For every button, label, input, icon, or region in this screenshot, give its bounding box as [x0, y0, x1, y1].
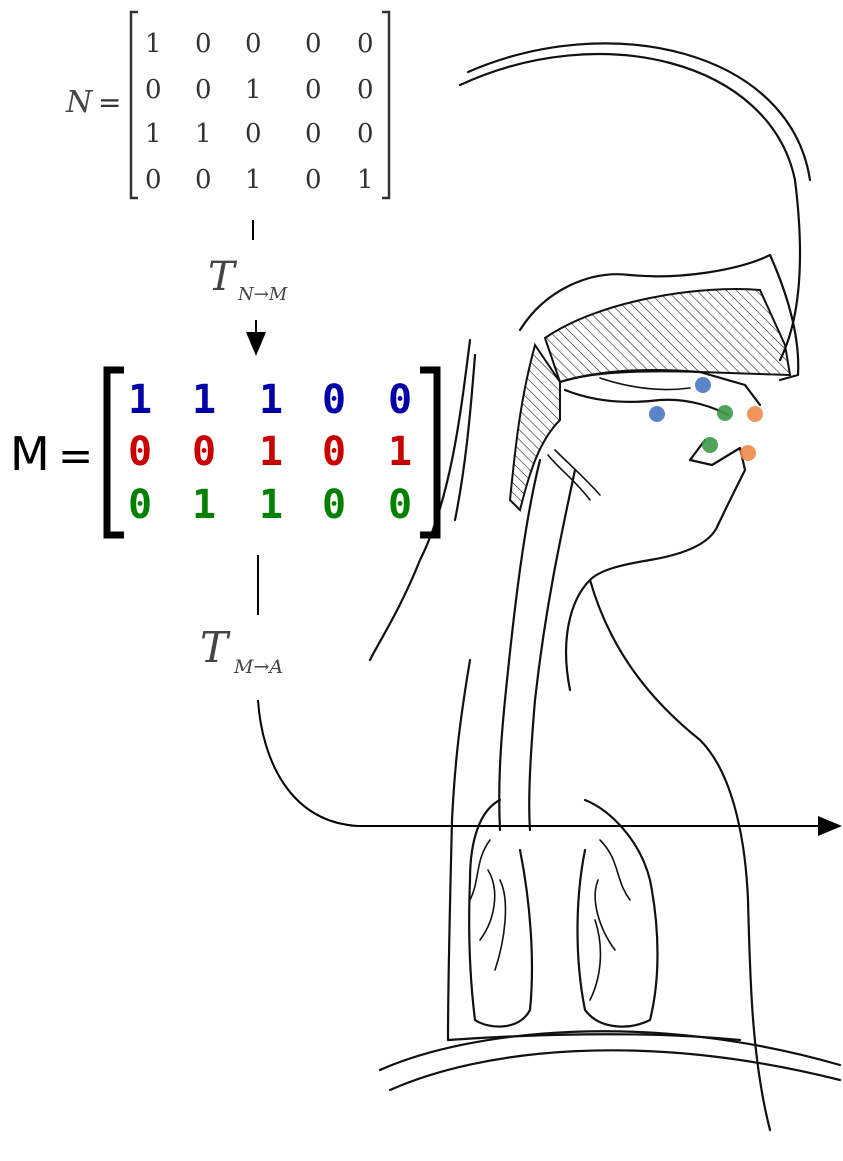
neck-front-outline — [588, 578, 772, 1132]
matrix-n-cell: 0 — [245, 119, 262, 149]
matrix-n-cell: 0 — [195, 29, 212, 59]
matrix-n-cell: 0 — [305, 119, 322, 149]
chin-outline — [564, 523, 720, 692]
trachea-outline — [498, 458, 542, 832]
chest-outline — [446, 658, 472, 1042]
matrix-n-cell: 1 — [245, 165, 262, 195]
transform-m-to-a-subscript: M→A — [233, 656, 283, 678]
matrix-m-equals: = — [58, 431, 93, 480]
marker-orange-1 — [747, 406, 763, 422]
matrix-n-cell: 0 — [357, 119, 374, 149]
matrix-m-label: M — [10, 427, 50, 481]
transform-m-to-a-arrow — [257, 699, 842, 836]
matrix-n-equals: = — [98, 86, 121, 119]
transform-n-to-m-symbol: T — [208, 254, 238, 300]
matrix-n-cell: 0 — [305, 75, 322, 105]
marker-blue-1 — [695, 377, 711, 393]
matrix-m-cell: 0 — [322, 429, 346, 475]
articulator-markers — [649, 377, 763, 461]
matrix-n-cell: 0 — [145, 165, 162, 195]
matrix-n-cell: 1 — [357, 165, 374, 195]
palate-hatched-region — [543, 288, 792, 384]
diaphragm — [388, 1049, 842, 1092]
matrix-m-cell: 0 — [192, 429, 216, 475]
upper-lip — [558, 369, 762, 407]
matrix-m-cell: 1 — [192, 482, 216, 528]
marker-blue-2 — [649, 406, 665, 422]
matrix-m-cell: 0 — [388, 377, 412, 423]
matrix-n-cell: 0 — [195, 75, 212, 105]
matrix-n-cell: 0 — [145, 75, 162, 105]
matrix-m-cell: 1 — [259, 377, 283, 423]
transform-m-to-a-symbol: T — [200, 623, 231, 672]
matrix-m-left-bracket — [103, 366, 124, 539]
matrix-m-cell: 0 — [322, 377, 346, 423]
matrix-n-cell: 0 — [245, 29, 262, 59]
matrix-m-cell: 0 — [128, 482, 152, 528]
matrix-n-cell: 1 — [145, 29, 162, 59]
matrix-n-cell: 1 — [195, 119, 212, 149]
pharynx-hatched-region — [508, 342, 561, 512]
matrix-n-cell: 0 — [195, 165, 212, 195]
marker-orange-2 — [740, 445, 756, 461]
matrix-n: N = 1 0 0 0 0 0 0 1 0 0 1 1 0 0 0 0 0 1 0 1 — [65, 10, 391, 200]
nose-outline — [768, 253, 800, 382]
transform-m-to-a: T M→A — [200, 555, 842, 836]
matrix-m-right-bracket — [420, 366, 441, 539]
matrix-n-cell: 0 — [357, 29, 374, 59]
matrix-n-cell: 1 — [245, 75, 262, 105]
lower-lip — [688, 438, 747, 527]
matrix-n-cell: 0 — [305, 29, 322, 59]
matrix-n-cell: 0 — [305, 165, 322, 195]
right-lung — [576, 798, 659, 1028]
matrix-m-cell: 1 — [259, 429, 283, 475]
left-lung — [468, 798, 534, 1028]
transform-n-to-m-subscript: N→M — [237, 284, 288, 305]
neck-back-outline — [368, 338, 472, 662]
marker-green-1 — [717, 405, 733, 421]
matrix-n-cell: 0 — [357, 75, 374, 105]
skull-outline — [458, 52, 802, 362]
matrix-m-cell: 0 — [128, 429, 152, 475]
matrix-m-cell: 1 — [128, 377, 152, 423]
matrix-m-cell: 0 — [388, 482, 412, 528]
matrix-m-cell: 1 — [192, 377, 216, 423]
matrix-n-cell: 1 — [145, 119, 162, 149]
matrix-n-left-bracket — [129, 10, 138, 200]
matrix-n-label: N — [65, 85, 94, 120]
marker-green-2 — [702, 437, 718, 453]
transform-n-to-m: T N→M — [208, 220, 288, 356]
matrix-m-cell: 1 — [388, 429, 412, 475]
vocal-tract-illustration — [368, 42, 842, 1132]
tongue-outline — [563, 388, 730, 417]
matrix-m-cell: 0 — [322, 482, 346, 528]
matrix-m-cell: 1 — [259, 482, 283, 528]
matrix-n-right-bracket — [382, 10, 391, 200]
